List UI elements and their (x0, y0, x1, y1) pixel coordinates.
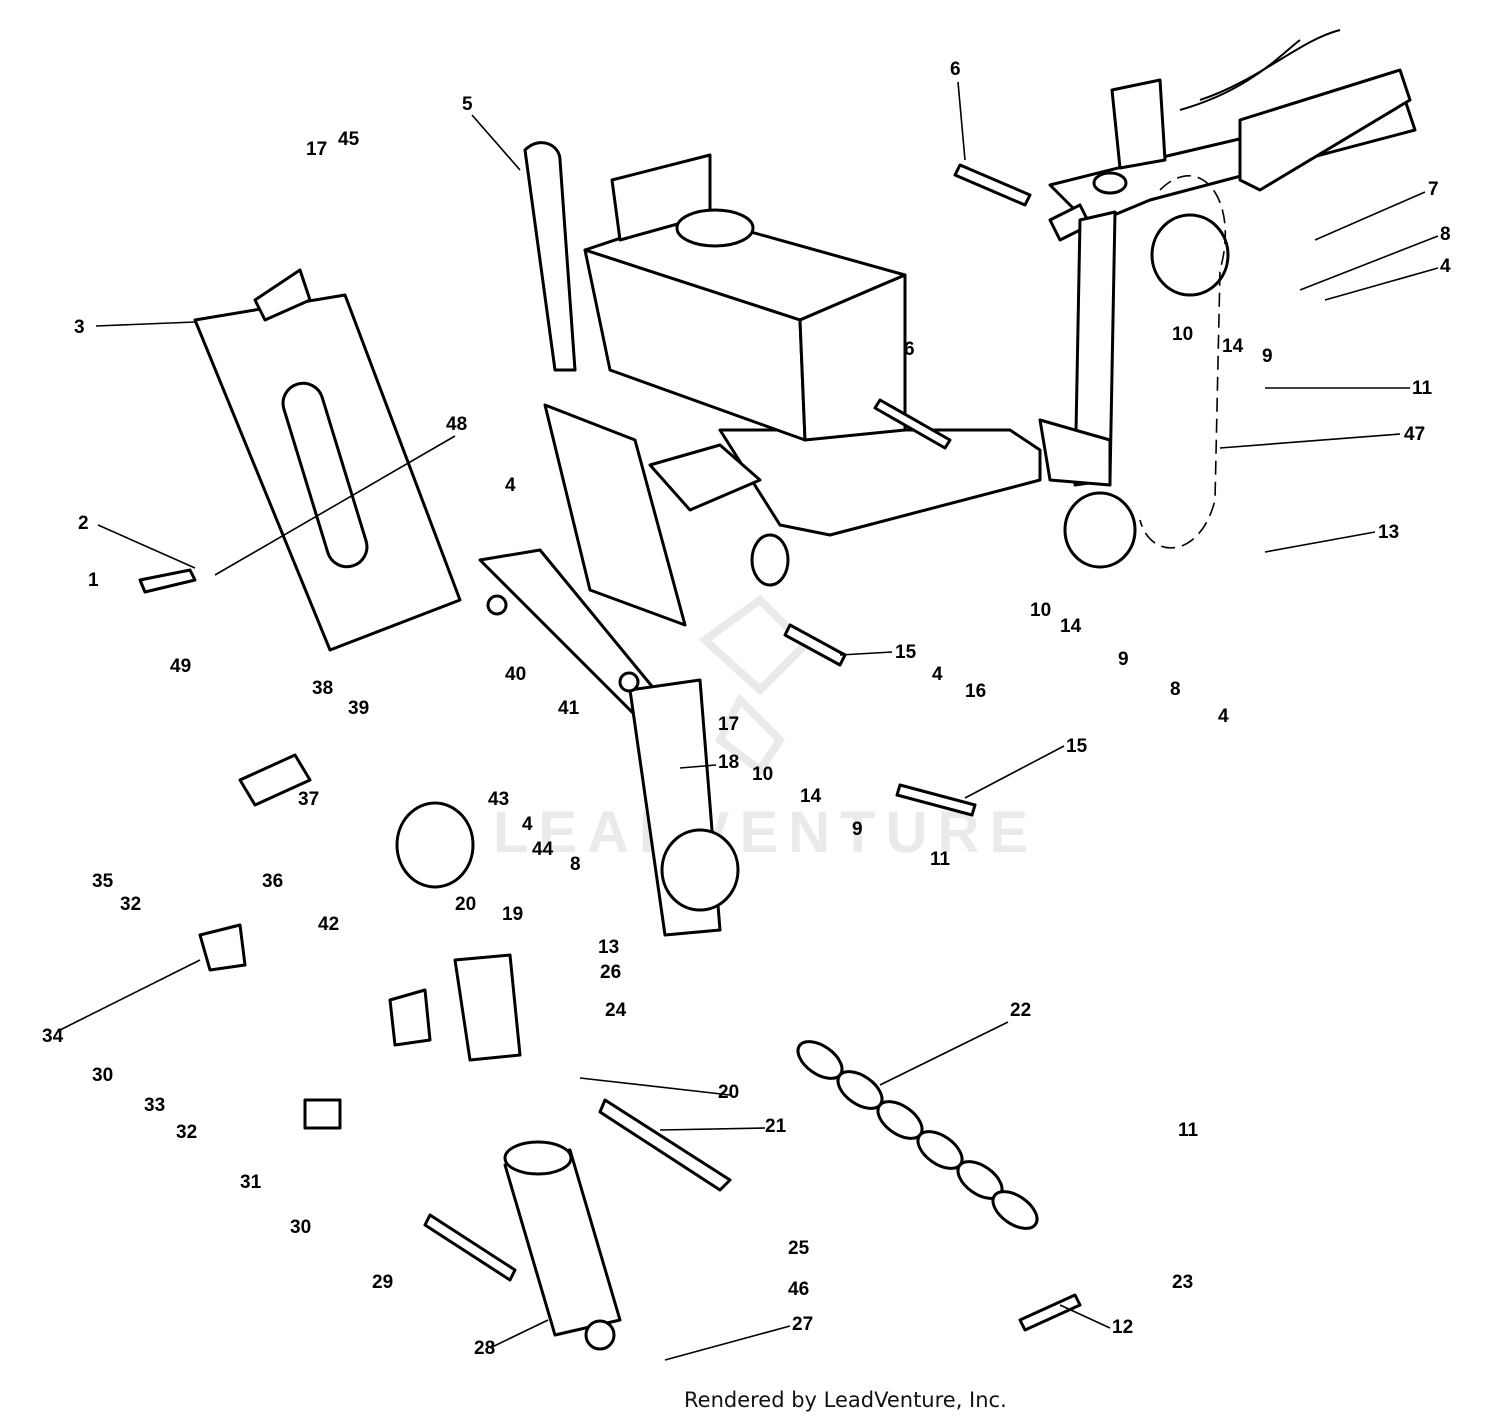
callout-label: 14 (800, 786, 822, 807)
callout-label: 10 (752, 764, 773, 785)
callout-label: 9 (1118, 649, 1129, 670)
bolts (138, 163, 1082, 1332)
callout-label: 30 (92, 1065, 113, 1086)
lever-5 (523, 141, 577, 372)
callout-label: 22 (1010, 1000, 1031, 1021)
callout-label: 19 (502, 904, 523, 925)
seat-box (583, 153, 907, 442)
callout-label: 12 (1112, 1317, 1133, 1338)
callout-label: 34 (42, 1026, 64, 1047)
callout-label: 2 (78, 513, 89, 534)
callout-label: 3 (74, 317, 85, 338)
callout-label: 8 (1440, 224, 1451, 245)
fittings (198, 753, 732, 1192)
callout-label: 26 (600, 962, 621, 983)
callout-label: 41 (558, 698, 580, 719)
callout-label: 11 (1412, 378, 1433, 399)
watermark-text: LEADVENTURE (493, 800, 1038, 865)
callout-label: 4 (522, 814, 533, 835)
callout-labels: 6 7 8 4 10 14 9 11 47 13 4 8 9 14 10 15 … (42, 59, 1451, 1359)
callout-label: 35 (92, 871, 114, 892)
callout-label: 8 (570, 854, 581, 875)
callout-label: 7 (1428, 179, 1439, 200)
callout-label: 28 (474, 1338, 495, 1359)
column-3 (193, 268, 462, 652)
callout-label: 4 (1440, 256, 1451, 277)
callout-label: 46 (788, 1279, 809, 1300)
callout-label: 13 (1378, 522, 1399, 543)
callout-label: 20 (455, 894, 476, 915)
callout-label: 16 (965, 681, 986, 702)
callout-label: 27 (792, 1314, 813, 1335)
shock-28 (503, 1140, 622, 1351)
callout-label: 21 (765, 1116, 787, 1137)
callout-label: 6 (904, 339, 915, 360)
callout-label: 45 (338, 129, 360, 150)
credit-text: Rendered by LeadVenture, Inc. (684, 1388, 1007, 1412)
callout-label: 37 (298, 789, 319, 810)
callout-label: 5 (462, 94, 473, 115)
callout-label: 20 (718, 1082, 739, 1103)
callout-label: 10 (1030, 600, 1051, 621)
callout-label: 30 (290, 1217, 311, 1238)
callout-label: 15 (1066, 736, 1088, 757)
pulleys (395, 213, 1230, 912)
callout-label: 44 (532, 839, 554, 860)
frame-leg (648, 210, 1117, 587)
callout-label: 10 (1172, 324, 1193, 345)
callout-label: 38 (312, 678, 333, 699)
callout-label: 42 (318, 914, 339, 935)
callout-label: 40 (505, 664, 526, 685)
callout-label: 39 (348, 698, 369, 719)
callout-label: 15 (895, 642, 917, 663)
callout-label: 4 (932, 664, 943, 685)
callout-label: 18 (718, 752, 739, 773)
callout-label: 48 (446, 414, 467, 435)
callout-label: 29 (372, 1272, 393, 1293)
callout-label: 1 (88, 570, 99, 591)
callout-label: 23 (1172, 1272, 1193, 1293)
callout-label: 11 (930, 849, 951, 870)
leader-lines (59, 81, 1439, 1361)
callout-label: 8 (1170, 679, 1181, 700)
callout-label: 49 (170, 656, 191, 677)
callout-label: 4 (1218, 706, 1229, 727)
callout-label: 17 (306, 139, 327, 160)
callout-label: 33 (144, 1095, 165, 1116)
callout-label: 25 (788, 1238, 810, 1259)
callout-label: 9 (852, 819, 863, 840)
callout-label: 24 (605, 1000, 627, 1021)
callout-label: 4 (505, 475, 516, 496)
callout-label: 43 (488, 789, 509, 810)
chain-22 (796, 1040, 1039, 1230)
callout-label: 32 (176, 1122, 197, 1143)
callout-label: 13 (598, 937, 619, 958)
callout-label: 47 (1404, 424, 1425, 445)
upper-frame (1048, 29, 1417, 242)
callout-label: 6 (950, 59, 961, 80)
callout-label: 9 (1262, 346, 1273, 367)
callout-label: 31 (240, 1172, 262, 1193)
callout-label: 17 (718, 714, 739, 735)
callout-label: 36 (262, 871, 283, 892)
callout-label: 11 (1178, 1120, 1199, 1141)
callout-label: 14 (1060, 616, 1082, 637)
callout-label: 14 (1222, 336, 1244, 357)
callout-label: 32 (120, 894, 141, 915)
